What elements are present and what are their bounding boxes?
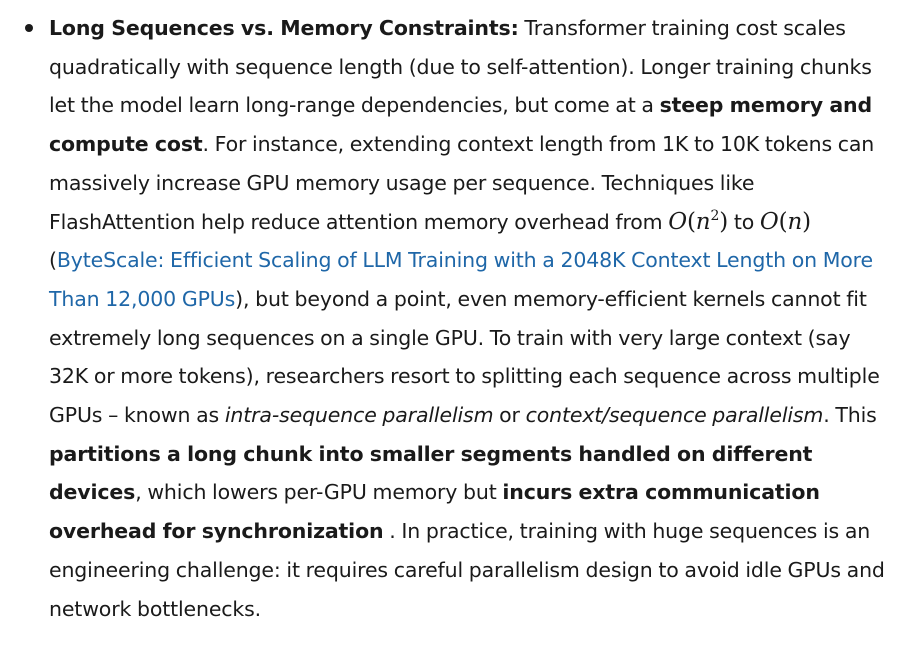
math-expression-o-n: O(n) (760, 209, 811, 235)
item-text: . This (823, 403, 877, 428)
item-text: , which lowers per-GPU memory but (135, 480, 503, 505)
bytescale-paper-link[interactable]: ByteScale: Efficient Scaling of LLM Trai… (49, 248, 873, 311)
math-symbol: n (695, 208, 711, 235)
math-expression-o-n-squared: O(n2) (668, 209, 728, 235)
emphasis-text: partitions a long chunk into smaller seg… (49, 441, 813, 505)
item-text: ), but beyond a point, even memory-effic… (49, 286, 880, 428)
item-text: or (493, 403, 526, 428)
item-text: to (728, 209, 760, 234)
italic-term: context/sequence parallelism (525, 403, 824, 428)
item-text: . In practice, training with huge sequen… (49, 519, 885, 621)
item-heading: Long Sequences vs. Memory Constraints: (49, 16, 519, 40)
list-item: Long Sequences vs. Memory Constraints: T… (25, 9, 889, 628)
math-symbol: ( (686, 208, 696, 235)
emphasis-text: steep memory and compute cost (49, 93, 873, 157)
bullet-icon (25, 24, 33, 32)
bullet-list: Long Sequences vs. Memory Constraints: T… (25, 9, 889, 628)
math-symbol: n (787, 208, 803, 235)
math-symbol: O (668, 208, 687, 235)
item-text: ( (49, 248, 57, 273)
math-symbol: ) (802, 208, 811, 235)
emphasis-text: incurs extra communication overhead for … (49, 480, 820, 544)
italic-term: intra-sequence parallelism (224, 403, 494, 428)
math-symbol: ) (719, 208, 729, 235)
math-symbol: O (759, 208, 779, 235)
math-exponent: 2 (710, 207, 720, 224)
item-text: . For instance, extending context length… (49, 132, 875, 234)
math-symbol: ( (778, 208, 788, 235)
item-text: Transformer training cost scales quadrat… (49, 16, 872, 118)
